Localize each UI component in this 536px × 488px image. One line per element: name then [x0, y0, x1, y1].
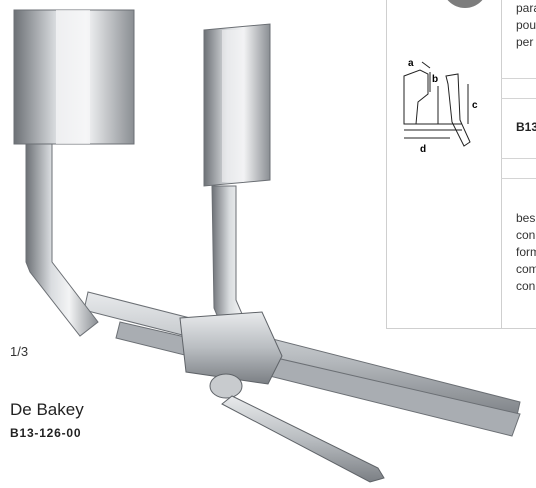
spec-text-line: con — [516, 228, 536, 242]
product-code: B13-126-00 — [10, 426, 82, 440]
spec-text-line: form — [516, 245, 536, 259]
spec-text-line: bes — [516, 211, 536, 225]
spec-text-line: con — [516, 279, 536, 293]
dimension-diagram: a b c d — [403, 58, 478, 155]
spec-text-line: para — [516, 1, 536, 15]
dim-label-b: b — [432, 74, 438, 85]
left-blade — [13, 9, 135, 145]
slider-block — [179, 311, 283, 385]
spec-row-divider — [501, 98, 536, 99]
spec-text-line: com — [516, 262, 536, 276]
spec-code: B13 — [516, 120, 536, 134]
spec-panel — [386, 0, 536, 329]
dim-label-d: d — [420, 144, 426, 155]
left-arm — [25, 143, 99, 337]
spec-row-divider — [501, 178, 536, 179]
spec-text-line: per r — [516, 35, 536, 49]
spec-column-divider — [501, 0, 502, 328]
right-blade — [203, 23, 271, 187]
dim-label-a: a — [408, 58, 414, 69]
spec-row-divider — [501, 158, 536, 159]
crank-handle[interactable] — [209, 373, 385, 483]
scale-label: 1/3 — [10, 344, 29, 359]
dim-label-c: c — [472, 100, 478, 111]
product-name: De Bakey — [10, 400, 84, 419]
spec-row-divider — [501, 78, 536, 79]
spec-text-line: pou — [516, 18, 536, 32]
info-icon — [442, 0, 488, 8]
